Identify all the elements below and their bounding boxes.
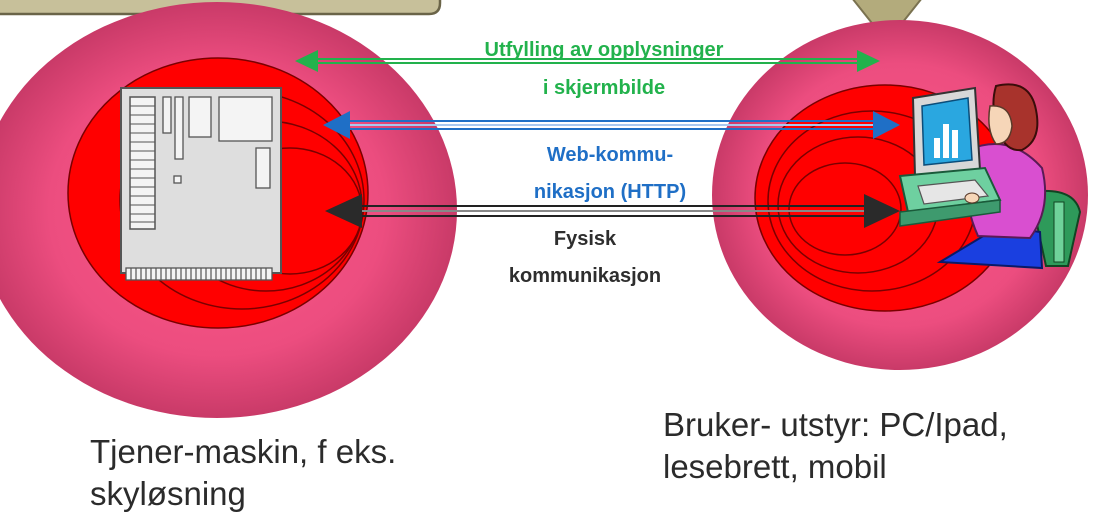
blue-arrow-label-part-a: nikasjo xyxy=(533,181,603,203)
green-arrow-label-line2: i skjermbilde xyxy=(542,77,666,99)
blue-arrow-label-line2: nikasjon (HTTP) xyxy=(490,178,730,207)
blue-arrow-label-line1: Web-kommu- xyxy=(546,144,674,166)
black-arrow-label-line2: kommunikasjon xyxy=(508,265,662,287)
client-ring-4 xyxy=(788,162,902,256)
blue-double-arrow xyxy=(323,111,900,139)
black-double-arrow xyxy=(325,194,900,228)
server-caption-line2: skyløsning xyxy=(90,475,246,512)
black-arrow-label-line1: Fysisk xyxy=(553,228,617,250)
server-machine-icon xyxy=(120,87,282,281)
client-caption-line1: Bruker- utstyr: PC/Ipad, xyxy=(663,406,1008,443)
blue-arrow-label-part-b: n (HTTP) xyxy=(602,181,687,203)
client-caption-line2: lesebrett, mobil xyxy=(663,448,887,485)
green-arrow-label-line1: Utfylling av opplysninger xyxy=(484,39,724,61)
green-double-arrow xyxy=(295,50,880,72)
person-at-computer-icon xyxy=(898,83,1082,270)
server-caption-line1: Tjener-maskin, f eks. xyxy=(90,433,397,470)
